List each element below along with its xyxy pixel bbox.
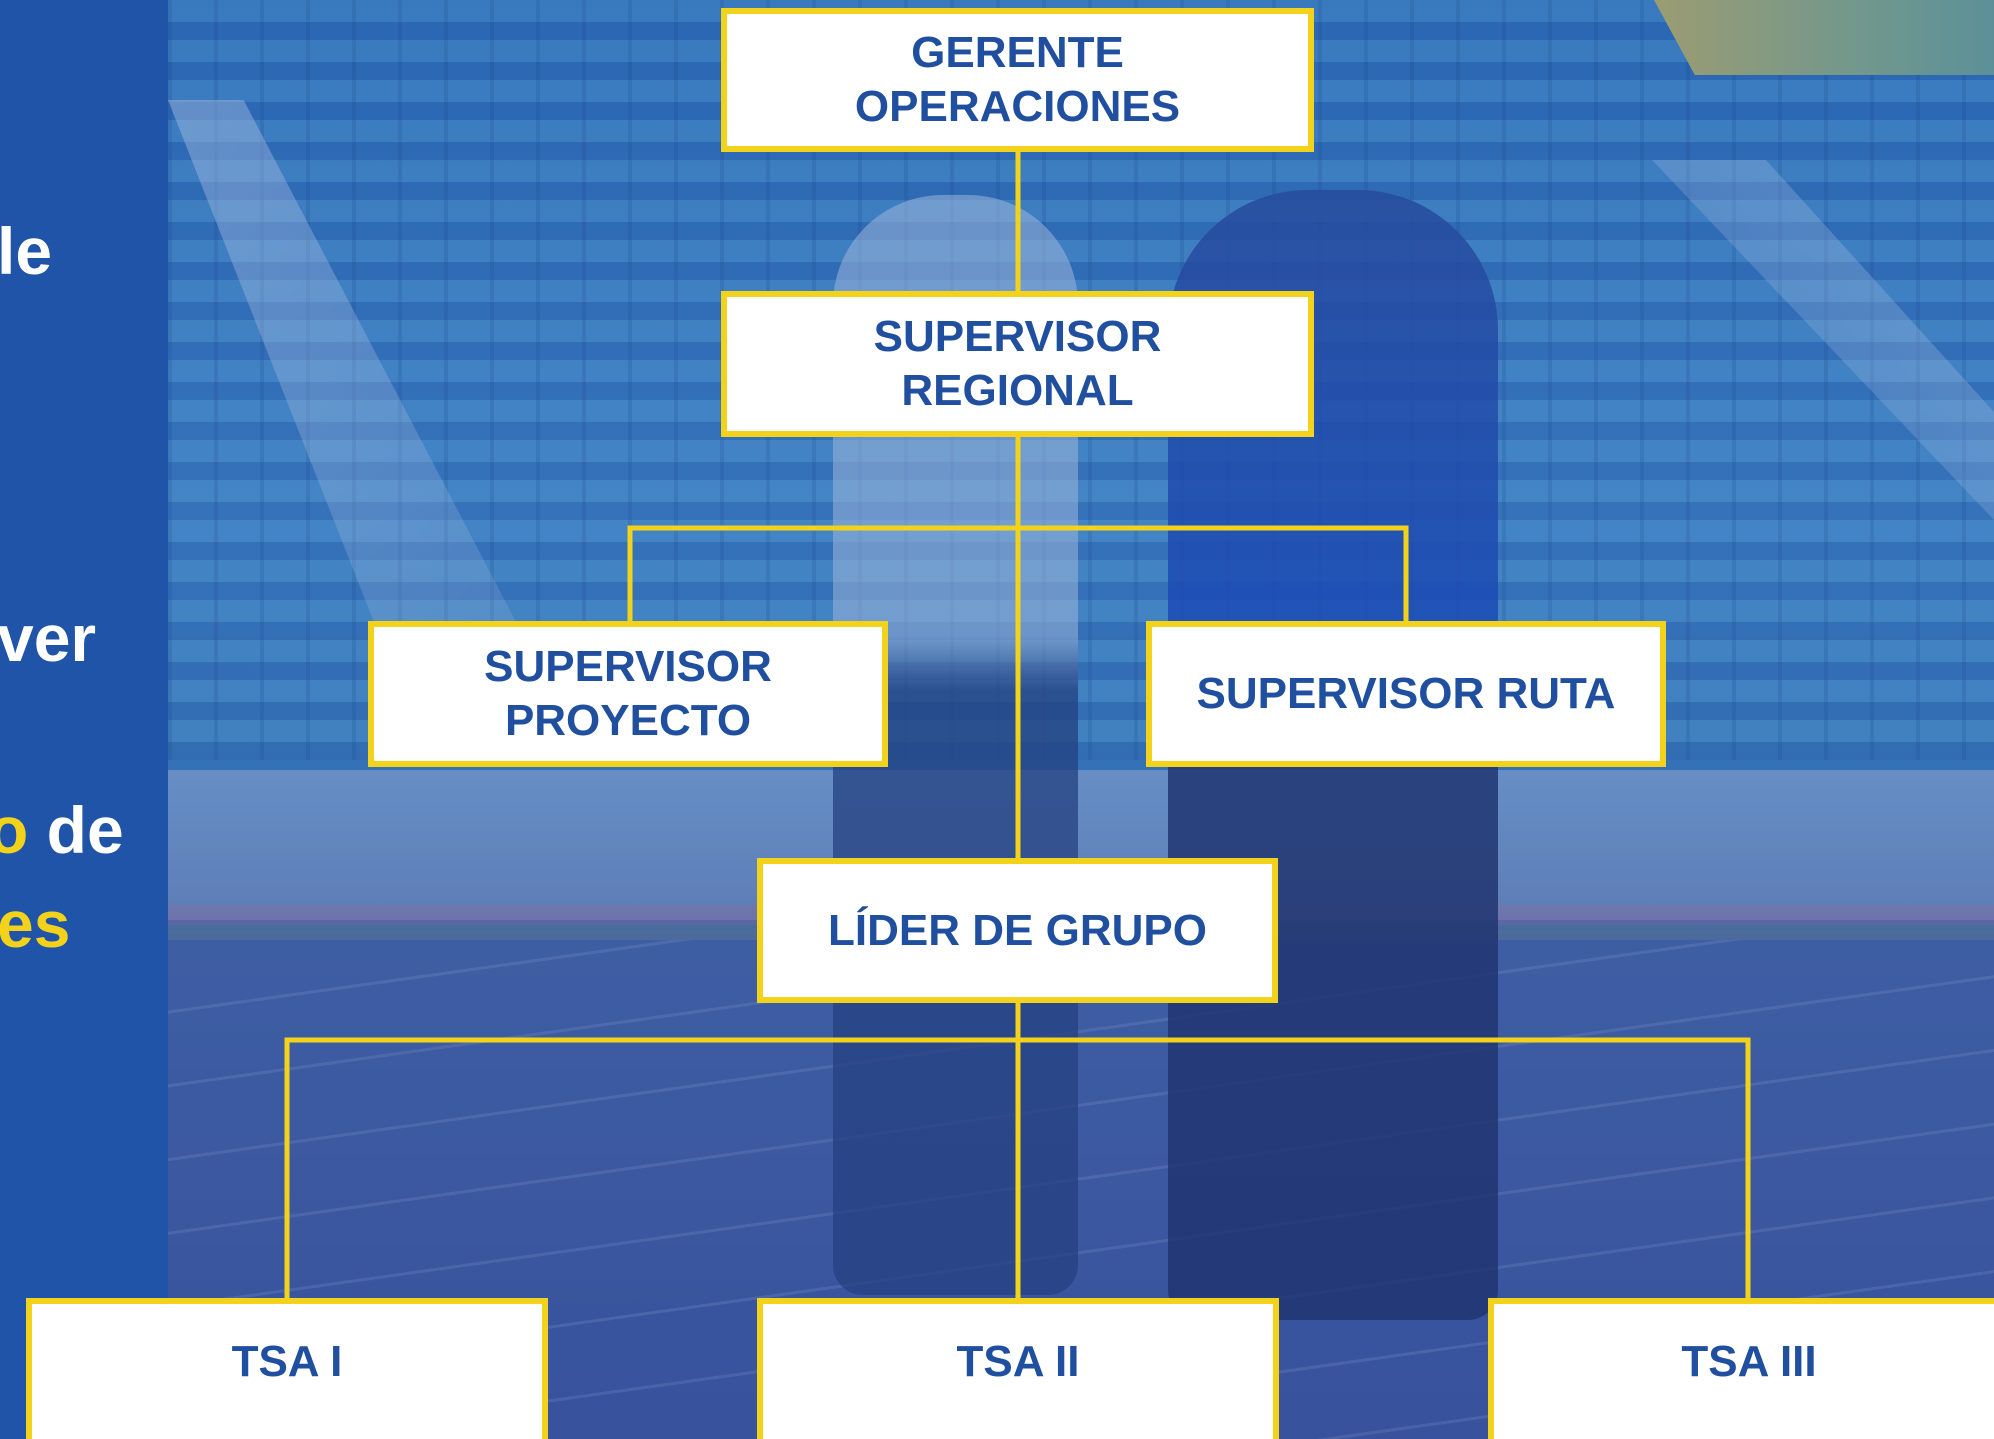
connector-lider-tsas [284, 1037, 1751, 1300]
text-fragment-le: le [0, 214, 53, 288]
text-fragment-es: es [0, 887, 71, 961]
node-lider-de-grupo: LÍDER DE GRUPO [757, 858, 1278, 1003]
node-gerente-operaciones: GERENTE OPERACIONES [721, 8, 1314, 152]
node-supervisor-proyecto: SUPERVISOR PROYECTO [368, 621, 888, 767]
connector-regional-supervisors [627, 525, 1409, 623]
node-tsa-2: TSA II [757, 1298, 1279, 1439]
node-tsa-3: TSA III [1488, 1298, 1994, 1439]
node-tsa-1: TSA I [26, 1298, 548, 1439]
text-fragment-o-de: o de [0, 793, 124, 867]
node-supervisor-regional: SUPERVISOR REGIONAL [721, 291, 1314, 437]
corner-graphic [1654, 0, 1994, 75]
text-fragment-ver: ver [0, 601, 97, 675]
left-text-panel: le ver o de es [0, 0, 168, 1439]
node-supervisor-ruta: SUPERVISOR RUTA [1146, 621, 1666, 767]
